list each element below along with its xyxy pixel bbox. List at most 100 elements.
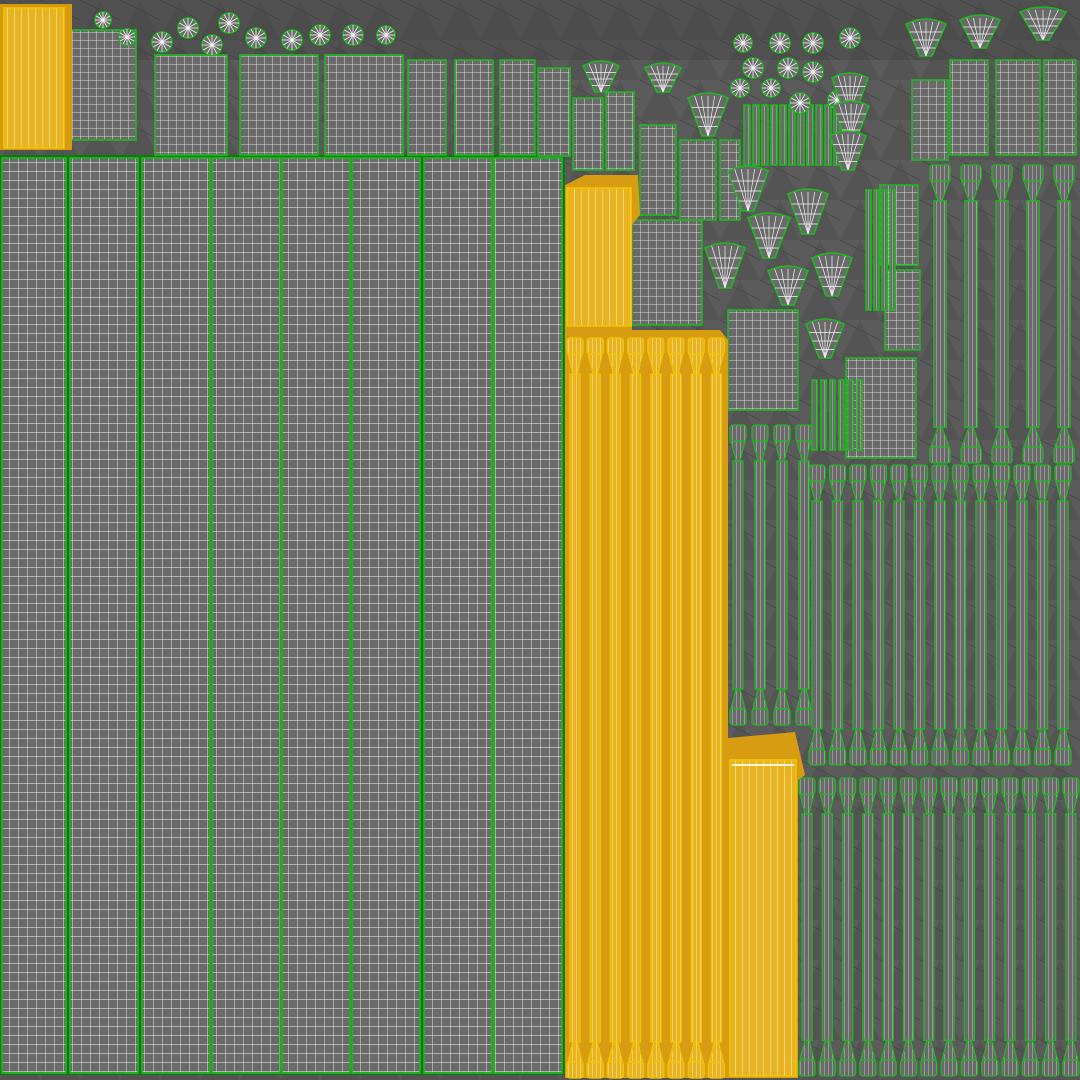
baluster-island [972, 464, 990, 766]
baluster-island [951, 464, 970, 766]
sliver-island [847, 379, 854, 451]
sliver-island [865, 189, 872, 311]
sliver-island [788, 104, 796, 166]
sliver-island [824, 104, 832, 166]
wall-strip-island [1, 157, 67, 1074]
sliver-island [829, 379, 836, 451]
fan-cone-island [1018, 6, 1068, 41]
selected-islands [0, 4, 805, 1079]
disc-island [245, 27, 267, 49]
wall-patch-island [631, 219, 703, 326]
disc-island [342, 24, 364, 46]
baluster-island [992, 464, 1011, 766]
cap-block-center [566, 187, 632, 327]
baluster-island [1062, 777, 1080, 1077]
wall-patch-island [67, 29, 137, 141]
fan-cone-island [687, 92, 729, 137]
sliver-island [743, 104, 751, 166]
selected-baluster-island [687, 337, 705, 1079]
baluster-island [869, 464, 888, 766]
fan-cone-island [804, 318, 846, 359]
disc-island [769, 32, 791, 54]
fan-cone-island [958, 14, 1002, 49]
sliver-island [761, 104, 769, 166]
baluster-island [890, 464, 908, 766]
baluster-islands [729, 164, 1080, 1077]
fan-cone-island [829, 130, 867, 171]
baluster-island [960, 164, 982, 464]
baluster-island [960, 777, 979, 1077]
baluster-island [991, 164, 1013, 464]
baluster-island [1001, 777, 1019, 1077]
disc-island [309, 24, 331, 46]
baluster-island [859, 777, 877, 1077]
wall-patch-island [605, 91, 635, 171]
sliver-island [820, 379, 827, 451]
fan-cone-island [746, 212, 792, 259]
baluster-island [1013, 464, 1031, 766]
baluster-island [931, 464, 949, 766]
disc-island [281, 29, 303, 51]
wall-patch-island [239, 54, 319, 156]
disc-island [177, 17, 199, 39]
disc-island [201, 34, 223, 56]
wall-patch-island [1043, 59, 1077, 156]
center-selected-backdrop [565, 175, 728, 1078]
fan-cone-island [727, 165, 769, 212]
wall-patch-island [324, 54, 404, 156]
disc-island [802, 32, 824, 54]
wall-patch-island [499, 59, 536, 156]
selected-baluster-island [626, 337, 645, 1079]
baluster-island [1054, 464, 1072, 766]
wall-strip-island [351, 157, 421, 1074]
sliver-island [797, 104, 805, 166]
disc-island [733, 33, 753, 53]
selected-baluster-island [707, 337, 726, 1079]
fan-cone-island [811, 252, 853, 297]
fan-cone-island [581, 60, 621, 93]
wall-patch-island [995, 59, 1041, 156]
wall-patch-island [911, 79, 949, 161]
baluster-island [899, 777, 918, 1077]
sliver-island [770, 104, 778, 166]
sliver-island [779, 104, 787, 166]
disc-island [777, 57, 799, 79]
baluster-island [879, 777, 897, 1077]
baluster-island [981, 777, 999, 1077]
fan-cone-island [766, 265, 810, 306]
fan-cone-island [787, 188, 829, 235]
disc-island [118, 28, 136, 46]
sliver-island [881, 189, 888, 311]
disc-island [376, 25, 396, 45]
baluster-island [1022, 164, 1044, 464]
wall-strip-island [141, 157, 211, 1074]
baluster-island [751, 424, 769, 726]
baluster-island [1053, 164, 1075, 464]
disc-island [802, 61, 824, 83]
wall-patch-island [537, 67, 571, 157]
disc-island [742, 57, 764, 79]
selected-baluster-island [566, 337, 584, 1079]
disc-island [218, 12, 240, 34]
selected-baluster-island [647, 337, 665, 1079]
baluster-island [808, 464, 826, 766]
baluster-island [1041, 777, 1060, 1077]
fan-cone-islands [581, 6, 1068, 359]
disc-island [730, 78, 750, 98]
disc-island [839, 27, 861, 49]
baluster-island [795, 424, 813, 726]
baluster-island [818, 777, 836, 1077]
wall-patch-island [639, 124, 677, 216]
sliver-island [856, 379, 863, 451]
sliver-island [752, 104, 760, 166]
sliver-island [889, 189, 896, 311]
baluster-island [849, 464, 867, 766]
baluster-island [1021, 777, 1039, 1077]
wall-strip-island [211, 157, 281, 1074]
baluster-island [1033, 464, 1052, 766]
wall-patch-island [454, 59, 494, 156]
baluster-island [910, 464, 929, 766]
wall-strip-island [423, 157, 493, 1074]
baluster-island [940, 777, 958, 1077]
